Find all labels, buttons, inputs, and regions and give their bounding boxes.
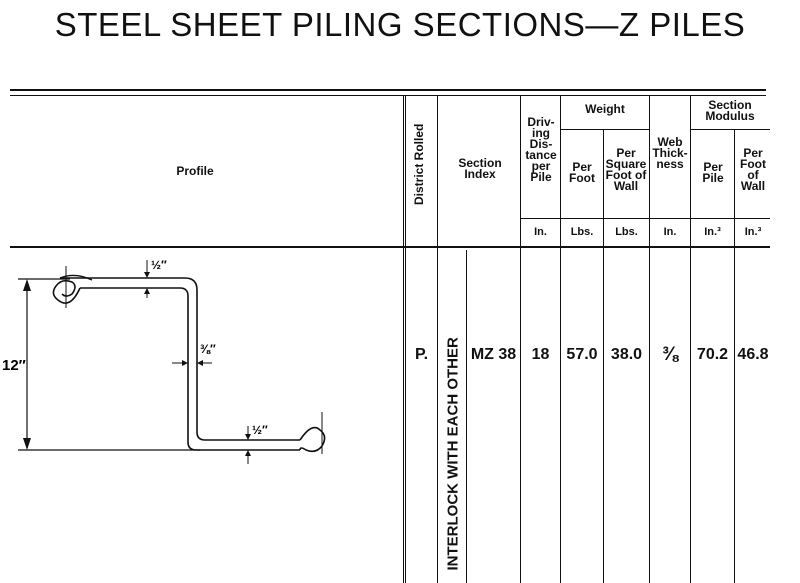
col-divider	[466, 250, 467, 583]
header-section-index: Section Index	[458, 156, 502, 181]
header-driving: Driv- ing Dis- tance per Pile	[525, 115, 557, 184]
units-rule	[520, 218, 770, 219]
cell-web: ⅜	[662, 344, 678, 365]
top-flange-dim-label: ½″	[151, 258, 167, 272]
col-divider	[405, 96, 406, 583]
z-pile-profile-diagram: 12″ ½″ ⅜″ ½″	[2, 258, 326, 464]
weight-underline	[560, 129, 649, 130]
cell-driving: 18	[531, 346, 550, 363]
unit-per-foot: Lbs.	[570, 226, 594, 238]
cell-per-sq-foot: 38.0	[610, 346, 643, 363]
modulus-underline	[690, 129, 770, 130]
header-district: District Rolled	[412, 123, 426, 205]
bottom-flange-dim-label: ½″	[252, 423, 268, 437]
col-divider	[734, 129, 735, 583]
col-divider	[520, 96, 521, 583]
header-bottom-rule	[10, 246, 770, 248]
col-divider	[690, 96, 691, 583]
interlock-note: INTERLOCK WITH EACH OTHER	[444, 337, 462, 571]
cell-district: P.	[414, 346, 429, 363]
top-rule-thin	[10, 95, 766, 96]
top-rule	[10, 89, 766, 91]
header-per-pile: Per Pile	[702, 160, 724, 185]
unit-per-sq-foot: Lbs.	[615, 226, 638, 238]
col-divider	[649, 96, 650, 583]
header-section-modulus: Section Modulus	[705, 98, 755, 123]
web-dim-label: ⅜″	[200, 342, 216, 356]
col-divider	[403, 96, 404, 583]
unit-web: In.	[663, 226, 677, 238]
cell-per-foot-wall: 46.8	[737, 346, 769, 363]
header-web-thickness: Web Thick- ness	[652, 135, 688, 171]
col-divider	[437, 96, 438, 583]
unit-per-foot-wall: In.³	[744, 226, 762, 238]
header-per-sq-foot: Per Square Foot of Wall	[605, 146, 647, 193]
col-divider	[560, 96, 561, 583]
height-dim-label: 12″	[2, 357, 26, 374]
unit-driving: In.	[534, 226, 547, 238]
header-profile: Profile	[176, 164, 214, 178]
cell-section: MZ 38	[470, 346, 517, 363]
cell-per-pile: 70.2	[696, 346, 729, 363]
header-weight: Weight	[585, 102, 625, 116]
unit-per-pile: In.³	[704, 226, 721, 238]
header-per-foot: Per Foot	[569, 160, 595, 185]
page-title: STEEL SHEET PILING SECTIONS—Z PILES	[54, 6, 746, 43]
header-per-foot-wall: Per Foot of Wall	[740, 146, 766, 193]
cell-per-foot: 57.0	[566, 346, 598, 363]
col-divider	[603, 129, 604, 583]
